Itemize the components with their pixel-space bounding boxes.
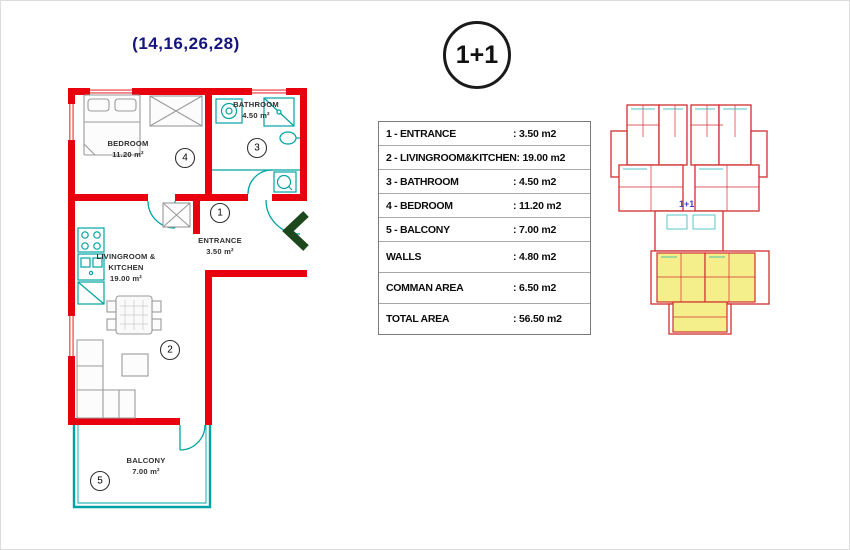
area-label: TOTAL AREA (386, 313, 450, 325)
dining-table-icon (106, 295, 162, 335)
area-table-row: 1 - ENTRANCE : 3.50 m2 (379, 122, 590, 146)
unit-numbers-title: (14,16,26,28) (132, 34, 240, 53)
room-number-badge-livingroom: 2 (159, 339, 181, 361)
area-value: : 7.00 m2 (513, 223, 557, 236)
toilet-icon (273, 171, 297, 193)
plan-type-badge: 1+1 (443, 21, 511, 89)
sofa-icon (76, 339, 136, 419)
kitchen-stove-icon (77, 227, 105, 253)
floorplan: 1 2 3 4 5 BEDROOM 11.20 m² BATHROOM (68, 88, 309, 509)
area-table-row: WALLS : 4.80 m2 (379, 242, 590, 273)
room-number-bathroom: 3 (254, 143, 260, 154)
overview-plan-label: 1+1 (679, 199, 694, 209)
bathroom-area: 4.50 m² (242, 111, 270, 120)
shower-icon (263, 97, 295, 127)
entrance-label: ENTRANCE (198, 236, 242, 245)
area-value: : 4.50 m2 (513, 175, 557, 188)
wardrobe-icon (149, 95, 203, 127)
room-labels: BEDROOM 11.20 m² BATHROOM 4.50 m² ENTRAN… (97, 100, 279, 476)
kitchen-fixtures (77, 227, 105, 305)
kitchen-counter-icon (77, 281, 105, 305)
area-label: WALLS (386, 251, 422, 263)
room-number-badges: 1 2 3 4 5 (89, 137, 268, 492)
area-value: : 11.20 m2 (513, 199, 562, 212)
area-label: 3 - BATHROOM (386, 175, 459, 188)
area-label: COMMAN AREA (386, 282, 464, 294)
door-arc-balcony (179, 424, 206, 451)
bedroom-label: BEDROOM (107, 139, 148, 148)
kitchen-sink-icon (77, 253, 105, 281)
area-value: : 56.50 m2 (513, 313, 562, 325)
room-number-livingroom: 2 (167, 345, 173, 356)
balcony-outline (72, 425, 212, 509)
balcony-area: 7.00 m² (132, 467, 160, 476)
walls (68, 88, 307, 425)
bedroom-area: 11.20 m² (112, 150, 144, 159)
area-label: 5 - BALCONY (386, 223, 450, 236)
area-table-row: 2 - LIVINGROOM&KITCHEN : 19.00 m2 (379, 146, 590, 170)
area-table: 1 - ENTRANCE : 3.50 m2 2 - LIVINGROOM&KI… (378, 121, 591, 335)
room-number-badge-entrance: 1 (209, 202, 231, 224)
livingroom-label-line2: KITCHEN (108, 263, 143, 272)
washing-machine-icon (215, 98, 243, 124)
livingroom-area: 19.00 m² (110, 274, 142, 283)
area-table-row: COMMAN AREA : 6.50 m2 (379, 273, 590, 304)
area-label: 4 - BEDROOM (386, 199, 453, 212)
area-table-row: 5 - BALCONY : 7.00 m2 (379, 218, 590, 242)
door-arc-wc (247, 169, 273, 195)
area-label: 2 - LIVINGROOM&KITCHEN (386, 151, 517, 164)
entrance-chevron-icon (282, 211, 309, 251)
window-openings (68, 88, 286, 356)
balcony-label: BALCONY (127, 456, 166, 465)
entrance-area: 3.50 m² (206, 247, 234, 256)
room-number-bedroom: 4 (182, 153, 188, 164)
area-table-row: 4 - BEDROOM : 11.20 m2 (379, 194, 590, 218)
livingroom-label-line1: LIVINGROOM & (97, 252, 156, 261)
room-number-badge-bedroom: 4 (174, 147, 196, 169)
coffee-table-icon (121, 353, 149, 377)
plan-type-label: 1+1 (455, 40, 499, 69)
building-overview: 1+1 (610, 104, 770, 335)
area-table-row: 3 - BATHROOM : 4.50 m2 (379, 170, 590, 194)
room-number-entrance: 1 (217, 208, 223, 219)
overview-fixture-lines (623, 108, 747, 258)
shoe-cabinet-icon (162, 202, 191, 228)
area-table-row: TOTAL AREA : 56.50 m2 (379, 304, 590, 334)
room-number-badge-balcony: 5 (89, 470, 111, 492)
sink-icon (279, 131, 300, 145)
bed-icon (83, 94, 141, 156)
room-number-badge-bathroom: 3 (246, 137, 268, 159)
area-label: 1 - ENTRANCE (386, 127, 456, 140)
bathroom-fixtures (212, 97, 300, 193)
area-value: : 4.80 m2 (513, 251, 557, 263)
area-value: : 6.50 m2 (513, 282, 557, 294)
bathroom-label: BATHROOM (233, 100, 279, 109)
furniture (76, 94, 203, 419)
area-value: : 3.50 m2 (513, 127, 557, 140)
overview-room-lines (619, 105, 759, 318)
area-value: : 19.00 m2 (516, 151, 566, 164)
room-number-balcony: 5 (97, 476, 103, 487)
